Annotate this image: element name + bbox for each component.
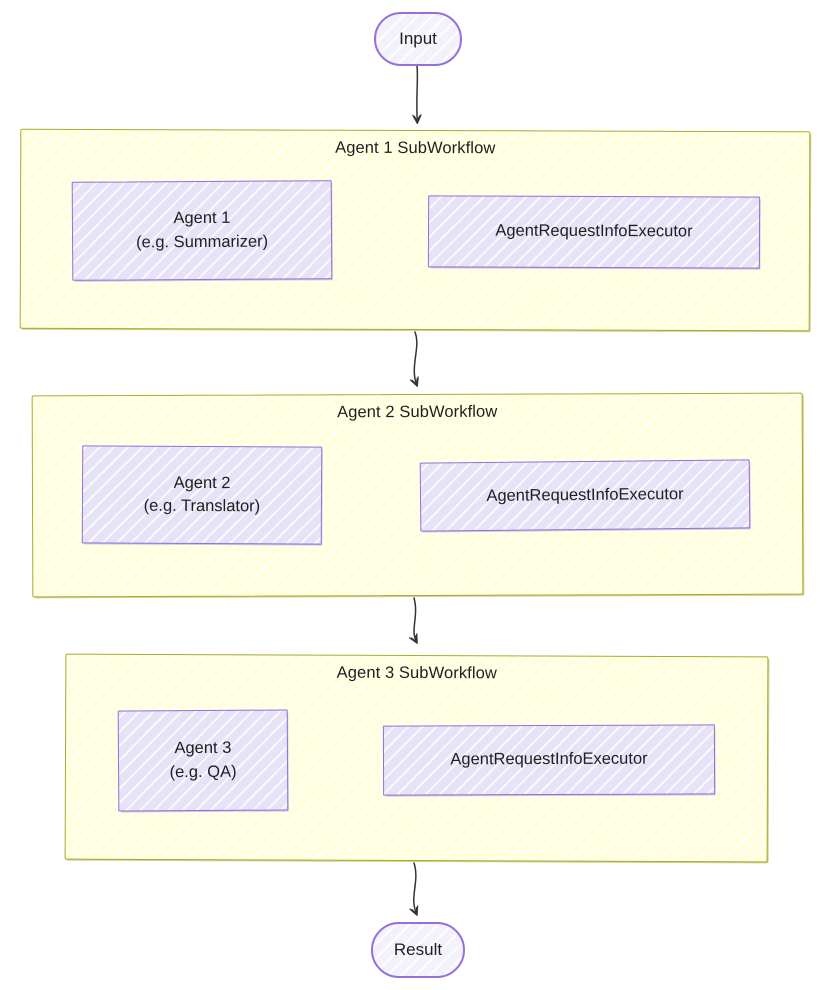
terminator-input-label: Input xyxy=(399,29,437,48)
node-agent-3[interactable]: Agent 3 (e.g. QA) xyxy=(117,709,289,812)
node-agent-2-line-2: (e.g. Translator) xyxy=(143,496,261,516)
node-agent-3-line-1: Agent 3 xyxy=(174,738,232,758)
node-agent-1-line-2: (e.g. Summarizer) xyxy=(135,232,269,251)
subgraph-agent-2-title: Agent 2 SubWorkflow xyxy=(337,402,498,422)
terminator-result[interactable]: Result xyxy=(371,922,465,978)
edge-sg3-to-result xyxy=(409,862,419,916)
node-agent-3-line-2: (e.g. QA) xyxy=(169,762,237,781)
node-executor-3[interactable]: AgentRequestInfoExecutor xyxy=(382,724,716,796)
node-agent-1[interactable]: Agent 1 (e.g. Summarizer) xyxy=(71,180,333,281)
node-executor-2[interactable]: AgentRequestInfoExecutor xyxy=(419,459,751,532)
node-agent-1-line-1: Agent 1 xyxy=(173,208,231,228)
terminator-input[interactable]: Input xyxy=(374,12,462,66)
node-executor-3-label: AgentRequestInfoExecutor xyxy=(450,749,648,769)
terminator-result-label: Result xyxy=(393,940,443,959)
subgraph-agent-3-title: Agent 3 SubWorkflow xyxy=(336,663,497,683)
edge-input-to-sg1 xyxy=(412,65,422,125)
edge-sg1-to-sg2 xyxy=(409,331,419,387)
node-agent-2[interactable]: Agent 2 (e.g. Translator) xyxy=(81,445,323,545)
node-executor-1[interactable]: AgentRequestInfoExecutor xyxy=(427,195,761,269)
node-executor-1-label: AgentRequestInfoExecutor xyxy=(495,221,693,241)
node-agent-2-line-1: Agent 2 xyxy=(173,473,231,492)
edge-sg2-to-sg3 xyxy=(408,597,418,644)
node-executor-2-label: AgentRequestInfoExecutor xyxy=(486,484,684,505)
subgraph-agent-1-title: Agent 1 SubWorkflow xyxy=(335,138,496,158)
